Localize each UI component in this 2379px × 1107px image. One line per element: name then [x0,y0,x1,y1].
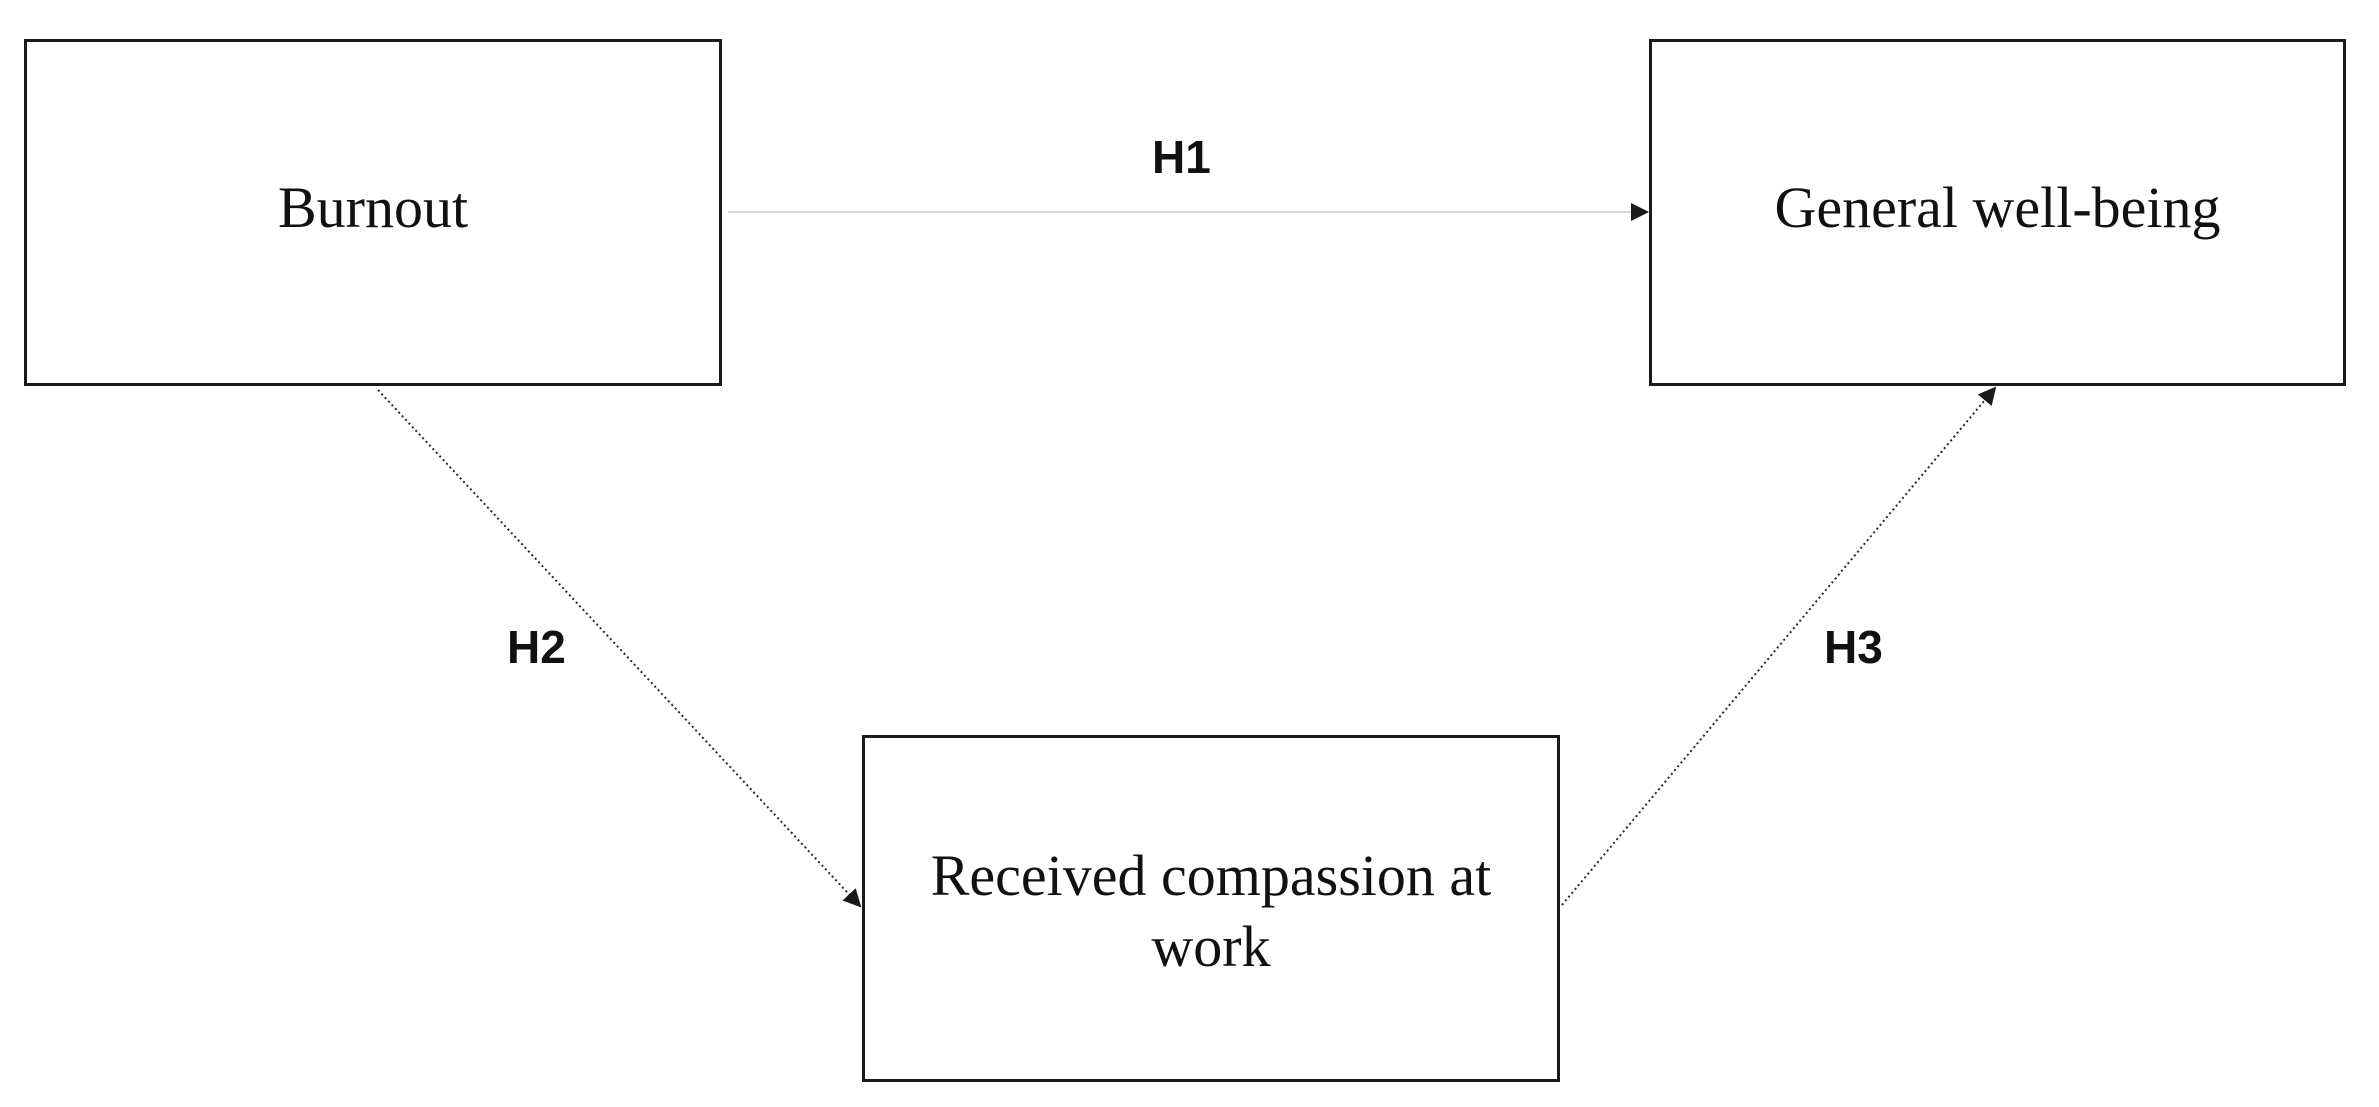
arrow-h2 [377,389,862,908]
node-received-compassion-label: Received compassion at work [930,842,1492,979]
node-general-well-being: General well-being [1649,39,2346,386]
node-received-compassion: Received compassion at work [862,735,1560,1082]
node-general-well-being-label: General well-being [1774,175,2221,241]
node-burnout-label: Burnout [277,175,469,241]
hypothesis-label-h1: H1 [1152,131,1211,183]
hypothesis-label-h3: H3 [1824,621,1883,673]
hypothesis-label-h2: H2 [507,621,566,673]
arrow-h3 [1561,386,1997,906]
node-burnout: Burnout [24,39,722,386]
